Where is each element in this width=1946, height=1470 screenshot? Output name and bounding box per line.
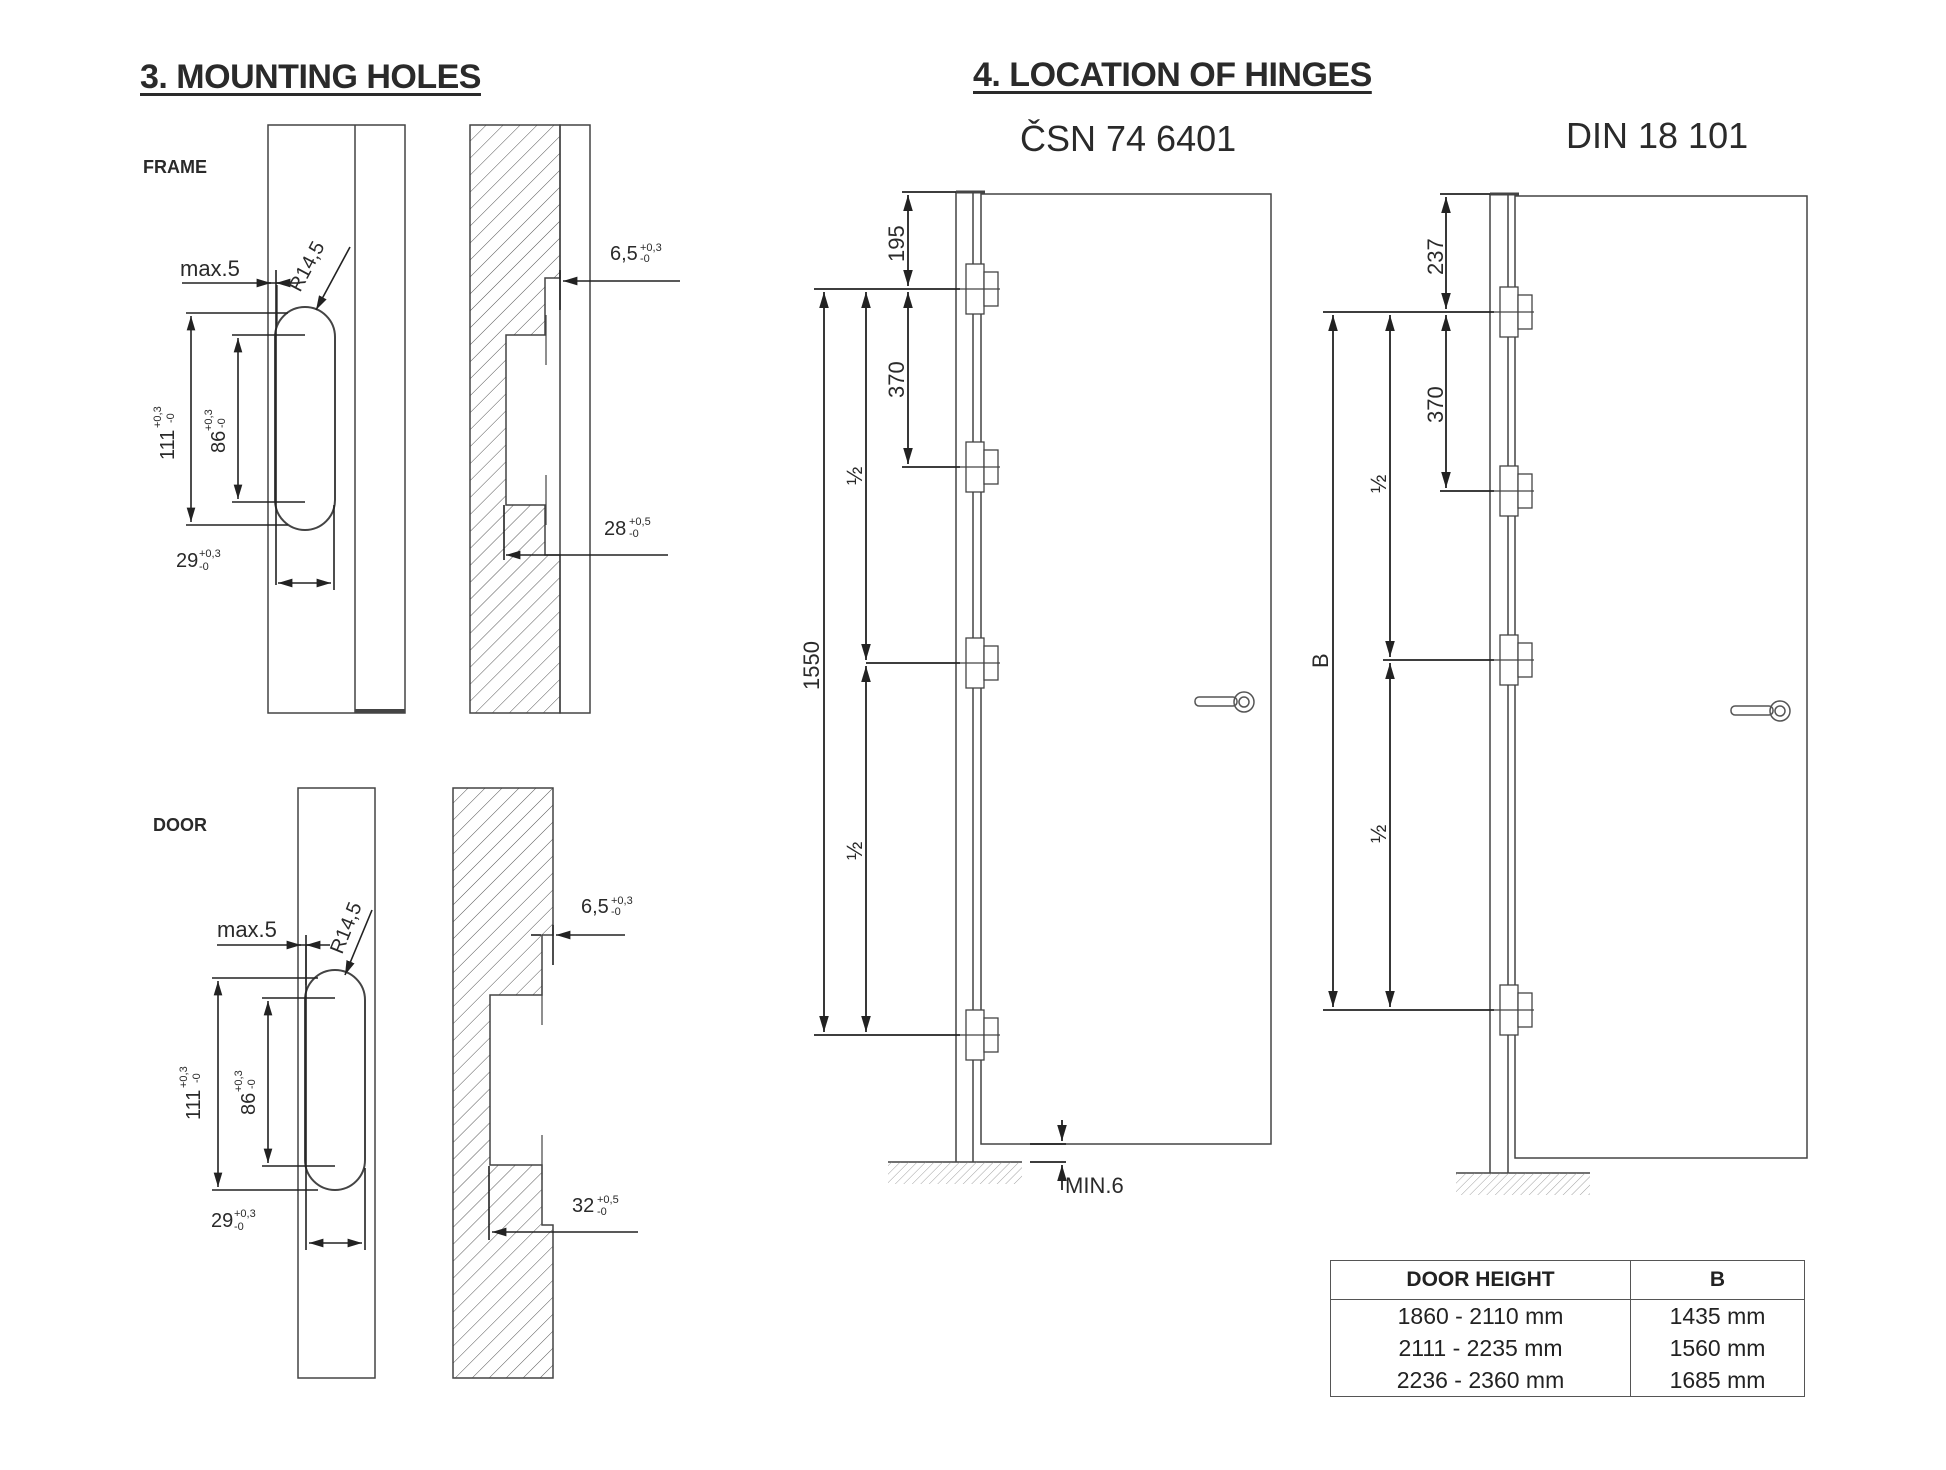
frame-label: FRAME (143, 157, 207, 177)
table-row: 1860 - 2110 mm 1435 mm (1330, 1299, 1805, 1332)
door-max-offset-text: max.5 (217, 917, 277, 942)
din-half-lower-text: ½ (1366, 825, 1391, 843)
table-cell-b: 1435 mm (1669, 1302, 1766, 1329)
svg-text:+0,3: +0,3 (233, 1070, 245, 1092)
din-dimension-lines (1323, 193, 1494, 1011)
frame-max-offset-text: max.5 (180, 256, 240, 281)
frame-section-top-text: 6,5 (610, 243, 638, 265)
door-section-dim-text: 6,5 +0,3 -0 32 +0,5 -0 (572, 895, 633, 1218)
frame-overall-height-text: 111 (157, 430, 179, 460)
door-inner-height-text: 86 (238, 1093, 260, 1115)
csn-hinge-3 (960, 637, 1000, 689)
door-overall-height-text: 111 (183, 1090, 205, 1120)
frame-section-view (469, 124, 591, 714)
section-title-mounting-holes: 3. MOUNTING HOLES (140, 58, 481, 96)
svg-text:+0,5: +0,5 (597, 1194, 619, 1206)
svg-text:-0: -0 (165, 413, 177, 423)
table-header-door-height: DOOR HEIGHT (1330, 1260, 1631, 1300)
svg-text:-0: -0 (597, 1206, 607, 1218)
din-hinge-4 (1494, 984, 1534, 1036)
door-section-dimensions (488, 925, 638, 1240)
svg-text:-0: -0 (246, 1079, 258, 1089)
frame-section-dim-text: 6,5 +0,3 -0 28 +0,5 -0 (604, 242, 662, 540)
csn-floor-gap-text: MIN.6 (1065, 1173, 1124, 1198)
frame-front-dim-text: max.5 R14,5 111 +0,3 -0 86 +0,3 -0 29 +0… (152, 238, 329, 573)
door-width-text: 29 (211, 1210, 233, 1232)
csn-half-lower-text: ½ (842, 842, 867, 860)
din-total-text: B (1308, 653, 1333, 668)
din-top-distance-text: 237 (1423, 238, 1448, 275)
frame-inner-height-text: 86 (208, 431, 230, 453)
din-door-handle (1730, 700, 1791, 722)
frame-front-view (267, 124, 406, 714)
csn-top-distance-text: 195 (884, 225, 909, 262)
svg-text:+0,3: +0,3 (640, 242, 662, 254)
door-section-view (452, 787, 554, 1379)
table-cell-height: 2236 - 2360 mm (1330, 1364, 1631, 1397)
din-standard-label: DIN 18 101 (1566, 115, 1749, 156)
din-half-upper-text: ½ (1366, 475, 1391, 493)
csn-spacing-text: 370 (884, 361, 909, 398)
door-section-depth-text: 32 (572, 1195, 594, 1217)
svg-text:+0,3: +0,3 (203, 409, 215, 431)
table-row: 2236 - 2360 mm 1685 mm (1330, 1364, 1805, 1397)
csn-hinge-2 (960, 441, 1000, 493)
csn-hinge-1 (960, 263, 1000, 315)
svg-text:+0,3: +0,3 (611, 895, 633, 907)
door-section-top-text: 6,5 (581, 896, 609, 918)
csn-dimension-lines (814, 191, 1067, 1190)
svg-text:-0: -0 (640, 253, 650, 265)
din-spacing-text: 370 (1423, 386, 1448, 423)
csn-door-handle (1194, 691, 1255, 713)
svg-text:-0: -0 (191, 1073, 203, 1083)
frame-radius-text: R14,5 (285, 238, 329, 295)
table-row: 2111 - 2235 mm 1560 mm (1330, 1332, 1805, 1364)
svg-text:+0,3: +0,3 (234, 1208, 256, 1220)
table-cell-height: 1860 - 2110 mm (1330, 1299, 1631, 1332)
svg-text:+0,5: +0,5 (629, 516, 651, 528)
frame-front-dimensions (182, 246, 351, 590)
svg-text:-0: -0 (611, 906, 621, 918)
csn-hinges (960, 263, 1000, 1061)
csn-total-text: 1550 (799, 641, 824, 690)
csn-half-upper-text: ½ (842, 467, 867, 485)
table-header-b: B (1630, 1260, 1805, 1300)
section-title-location-of-hinges: 4. LOCATION OF HINGES (973, 56, 1372, 94)
frame-section-depth-text: 28 (604, 518, 626, 540)
din-hinges (1494, 286, 1534, 1036)
svg-text:+0,3: +0,3 (199, 548, 221, 560)
table-cell-b: 1685 mm (1669, 1366, 1766, 1393)
table-header-row: DOOR HEIGHT B (1330, 1260, 1805, 1300)
din-door-elevation (1456, 192, 1808, 1195)
svg-text:+0,3: +0,3 (152, 406, 164, 428)
csn-dimension-text: 195 370 ½ ½ 1550 MIN.6 (799, 225, 1124, 1198)
csn-hinge-4 (960, 1009, 1000, 1061)
svg-text:-0: -0 (629, 528, 639, 540)
door-label: DOOR (153, 815, 207, 835)
table-cell-b: 1560 mm (1669, 1334, 1766, 1361)
din-hinge-3 (1494, 634, 1534, 686)
door-front-view (297, 787, 376, 1379)
svg-text:-0: -0 (234, 1221, 244, 1233)
table-cell-height: 2111 - 2235 mm (1330, 1332, 1631, 1364)
frame-section-dimensions (503, 270, 680, 560)
svg-text:+0,3: +0,3 (178, 1066, 190, 1088)
svg-text:-0: -0 (216, 418, 228, 428)
door-radius-text: R14,5 (326, 899, 366, 957)
din-dimension-text: 237 370 ½ ½ B (1308, 238, 1448, 843)
door-front-dim-text: max.5 R14,5 111 +0,3 -0 86 +0,3 -0 29 +0… (178, 899, 367, 1233)
frame-width-text: 29 (176, 550, 198, 572)
din-hinge-1 (1494, 286, 1534, 338)
door-front-dimensions (212, 909, 373, 1250)
svg-text:-0: -0 (199, 561, 209, 573)
door-height-table: DOOR HEIGHT B 1860 - 2110 mm 1435 mm 211… (1330, 1260, 1805, 1397)
csn-standard-label: ČSN 74 6401 (1020, 118, 1237, 159)
din-hinge-2 (1494, 465, 1534, 517)
